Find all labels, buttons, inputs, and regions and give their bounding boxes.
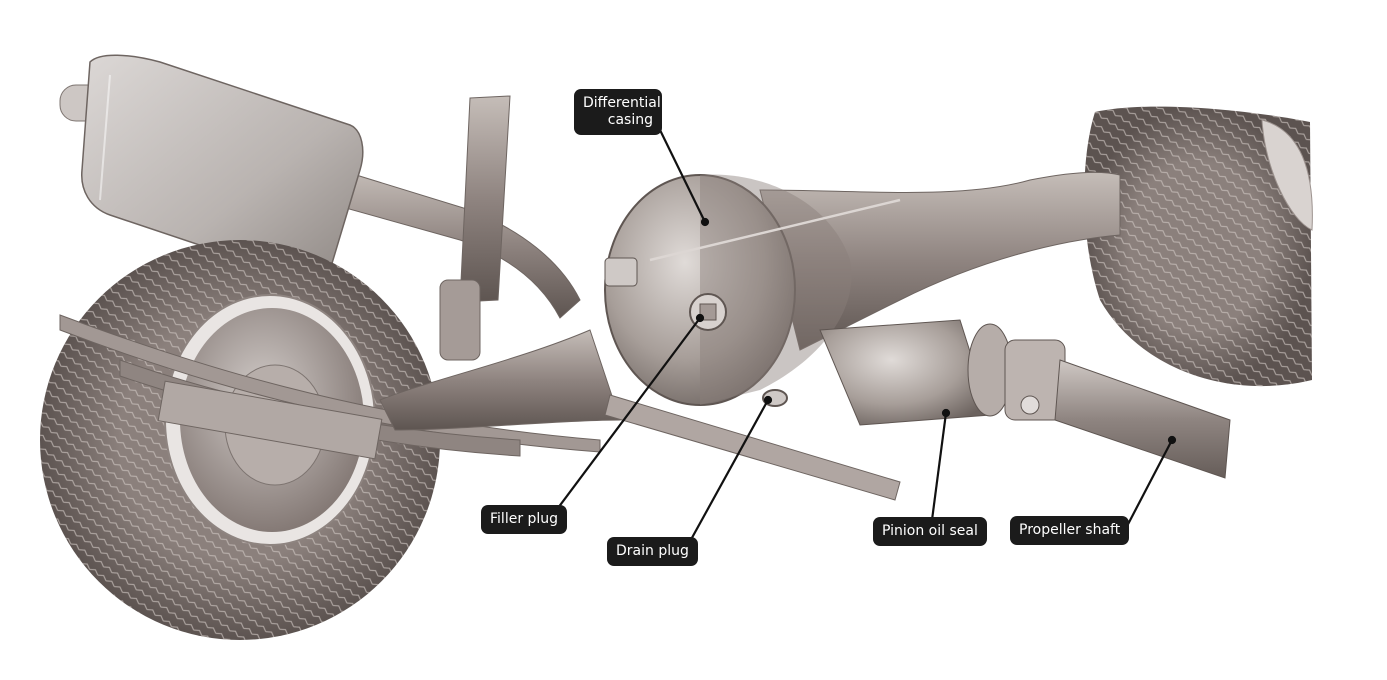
pinion-housing xyxy=(819,319,1013,426)
leaf-spring xyxy=(59,314,601,460)
muffler xyxy=(59,54,364,281)
label-pinion-oil-seal: Pinion oil seal xyxy=(873,517,987,546)
right-wheel xyxy=(1084,106,1313,387)
leader-filler-plug xyxy=(554,317,701,513)
leader-dot-filler-plug xyxy=(695,313,705,323)
leader-lines xyxy=(554,129,1177,546)
radius-arm xyxy=(604,394,901,501)
leader-propeller-shaft xyxy=(1124,439,1173,531)
leader-drain-plug xyxy=(687,399,769,546)
leader-dot-propeller-shaft xyxy=(1167,435,1177,445)
leader-differential-casing xyxy=(659,129,706,223)
leader-dot-pinion-oil-seal xyxy=(941,408,951,418)
leader-dot-drain-plug xyxy=(763,395,773,405)
label-drain-plug: Drain plug xyxy=(607,537,698,566)
axle-housing xyxy=(379,171,1121,431)
leader-pinion-oil-seal xyxy=(930,412,948,521)
shock-absorber xyxy=(439,95,511,361)
label-propeller-shaft: Propeller shaft xyxy=(1010,516,1130,545)
label-differential-casing: Differential casing xyxy=(574,89,662,135)
leader-dot-differential-casing xyxy=(700,217,710,227)
propeller-shaft-assembly xyxy=(1004,339,1231,479)
label-filler-plug: Filler plug xyxy=(481,505,568,534)
